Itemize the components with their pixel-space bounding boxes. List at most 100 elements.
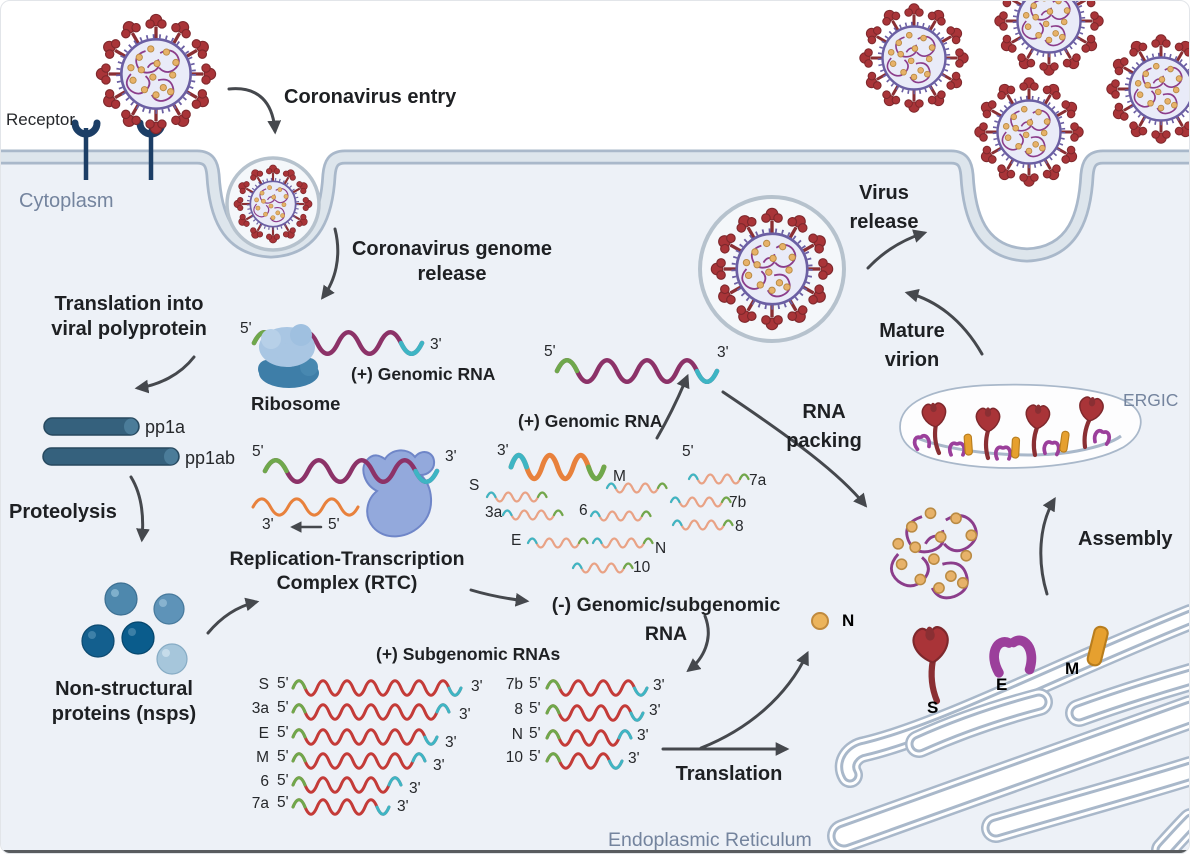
rna-end-tip <box>577 537 589 545</box>
rna-end-tip <box>291 703 307 714</box>
rna-end-tip <box>545 704 561 715</box>
rtc-5prime: 5' <box>252 443 264 460</box>
er-label: Endoplasmic Reticulum <box>608 829 812 851</box>
arrow-assembly <box>1039 497 1056 596</box>
rna-end-tip <box>291 728 307 739</box>
coronavirus-entry-label: Coronavirus entry <box>284 86 457 108</box>
minus-sg-N: N <box>655 540 667 557</box>
rtc-label: Replication-Transcription Complex (RTC) <box>229 548 465 594</box>
arrow-proteolysis <box>129 475 150 543</box>
rna-end-tip <box>501 509 513 517</box>
pp1a-label: pp1a <box>145 417 186 437</box>
minus-sg-3a: 3a <box>485 504 503 521</box>
released-virion-2 <box>995 1 1103 75</box>
released-virion-4 <box>1107 35 1190 143</box>
arrow-rna-packing <box>721 390 868 508</box>
rna-end-tip <box>552 509 564 517</box>
virus-release-label: Virus release <box>849 182 919 233</box>
rna-end-tip <box>291 776 307 787</box>
sg1-5p-6: 5' <box>277 794 289 811</box>
sg2-gene-8: 8 <box>514 701 523 718</box>
sg2-5p-4: 5' <box>529 748 541 765</box>
rtc-3prime: 3' <box>445 448 457 465</box>
m-protein-label: M <box>1065 659 1080 678</box>
sg1-3p-6: 3' <box>397 798 409 815</box>
receptor-label: Receptor <box>6 110 75 129</box>
rna-end-tip <box>413 468 440 484</box>
cytoplasm-label: Cytoplasm <box>19 190 114 212</box>
rna-end-tip <box>435 703 451 714</box>
rna-packing-label: RNA packing <box>786 401 862 452</box>
rtc-genomic-rna <box>262 458 440 484</box>
rna1-3prime: 3' <box>430 336 442 353</box>
sg1-gene-7a: 7a <box>251 795 269 812</box>
rna-end-tip <box>545 679 561 690</box>
sg2-3p-3: 3' <box>637 727 649 744</box>
rtc-template-3prime: 3' <box>262 516 274 533</box>
s-protein-label: S <box>927 698 939 717</box>
rna-end-tip <box>545 752 561 763</box>
rna-end-tip <box>571 562 583 570</box>
arrow-mature-virion <box>904 288 984 356</box>
endoplasmic-reticulum <box>827 604 1189 853</box>
minus-genomic-label: (-) Genomic/subgenomic RNA <box>551 594 781 645</box>
sg1-5p-1: 5' <box>277 675 289 692</box>
rna-end-tip <box>622 562 634 570</box>
polyprotein-pp1ab <box>42 447 180 466</box>
rna-end-tip <box>536 491 548 499</box>
arrow-virus-release <box>866 229 928 270</box>
genome-release-label: Coronavirus genome release <box>351 238 553 285</box>
cytoplasm-region <box>1 157 1189 853</box>
sg2-3p-4: 3' <box>628 750 640 767</box>
translation-label: Translation <box>675 763 783 785</box>
mature-virion-label: Mature virion <box>879 320 945 371</box>
plus-subgenomic-rnas <box>291 679 649 816</box>
rna-end-tip <box>642 537 654 545</box>
sg1-gene-S: S <box>258 676 269 693</box>
rna-end-tip <box>656 482 668 490</box>
pp1ab-label: pp1ab <box>185 448 236 468</box>
minus-sg-M: M <box>613 468 626 485</box>
sg1-gene-M: M <box>256 749 269 766</box>
rna-end-tip <box>291 752 307 763</box>
rna-end-tip <box>447 686 463 697</box>
minus-sg-7a: 7a <box>749 472 767 489</box>
rna-end-tip <box>508 452 529 470</box>
sg1-3p-5: 3' <box>409 780 421 797</box>
arrow-rtc-to-minus <box>469 588 530 607</box>
rna-end-tip <box>687 473 699 481</box>
rna-end-tip <box>398 340 425 356</box>
minus-subgenomic-rnas <box>485 473 750 574</box>
sg1-5p-2: 5' <box>277 699 289 716</box>
n-protein-label: N <box>842 611 855 630</box>
minus-sg-10: 10 <box>633 559 651 576</box>
rna-end-tip <box>738 473 750 481</box>
minus-sg-7b: 7b <box>729 494 747 511</box>
sg1-gene-E: E <box>258 725 269 742</box>
arrow-translation-up <box>699 650 809 750</box>
rna-end-tip <box>617 729 633 740</box>
nsps-spheres <box>81 582 188 675</box>
rna-end-tip <box>605 482 617 490</box>
plus-genomic-rna-label-1: (+) Genomic RNA <box>351 364 496 384</box>
rna-end-tip <box>629 711 645 722</box>
sg1-3p-2: 3' <box>459 706 471 723</box>
sg2-3p-2: 3' <box>649 702 661 719</box>
minus-sg-6: 6 <box>579 502 588 519</box>
arrow-plus-genomic-up <box>655 373 690 440</box>
rna1-5prime: 5' <box>240 320 252 337</box>
sg1-gene-3a: 3a <box>251 700 269 717</box>
er-membrane-band <box>1073 671 1189 719</box>
rna-end-tip <box>669 496 681 504</box>
arrow-minus-to-subgenomic <box>686 614 710 673</box>
er-membrane-band <box>1159 816 1189 853</box>
rna-end-tip <box>722 519 734 527</box>
sg1-5p-5: 5' <box>277 772 289 789</box>
nsps-label: Non-structural proteins (nsps) <box>51 678 197 725</box>
ergic-vesicle <box>899 383 1142 469</box>
flow-arrows <box>129 87 1056 756</box>
rna-end-tip <box>720 496 732 504</box>
rna2-5prime: 5' <box>544 343 556 360</box>
